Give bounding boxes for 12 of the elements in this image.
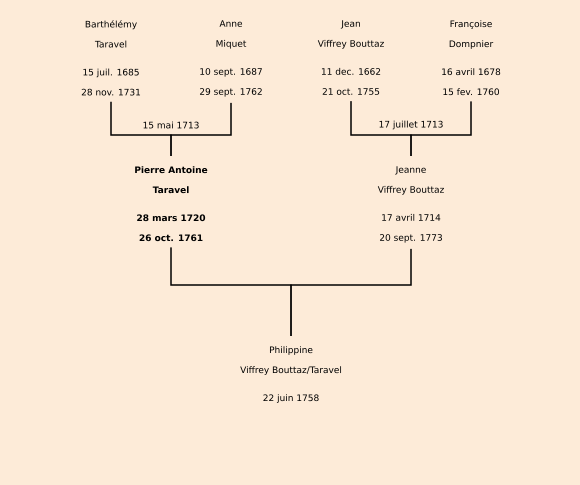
- connector-line: [290, 248, 412, 336]
- person-entry: Pierre Antoine Taravel 28 mars 1720 26 oct. 1761: [135, 166, 208, 242]
- edge-label: 15 mai 1713: [142, 120, 200, 130]
- person-entry: Françoise Dompnier 16 avril 1678 15 fev. 1760: [442, 20, 500, 96]
- edge-label: 17 juillet 1713: [378, 120, 444, 130]
- person-entry: Jean Viffrey Bouttaz 11 dec. 1662 21 oct. 1755: [318, 20, 384, 95]
- connector-line: [410, 101, 472, 156]
- connector-line: [170, 102, 232, 156]
- person-entry: Barthélémy Taravel 15 juil. 1685 28 nov. 1731: [82, 20, 140, 96]
- person-entry: Jeanne Viffrey Bouttaz 17 avril 1714 20 sept. 1773: [378, 166, 444, 243]
- person-entry: Anne Miquet 10 sept. 1687 29 sept. 1762: [200, 20, 262, 97]
- person-entry: Philippine Viffrey Bouttaz/Taravel 22 juin 1758: [240, 346, 342, 403]
